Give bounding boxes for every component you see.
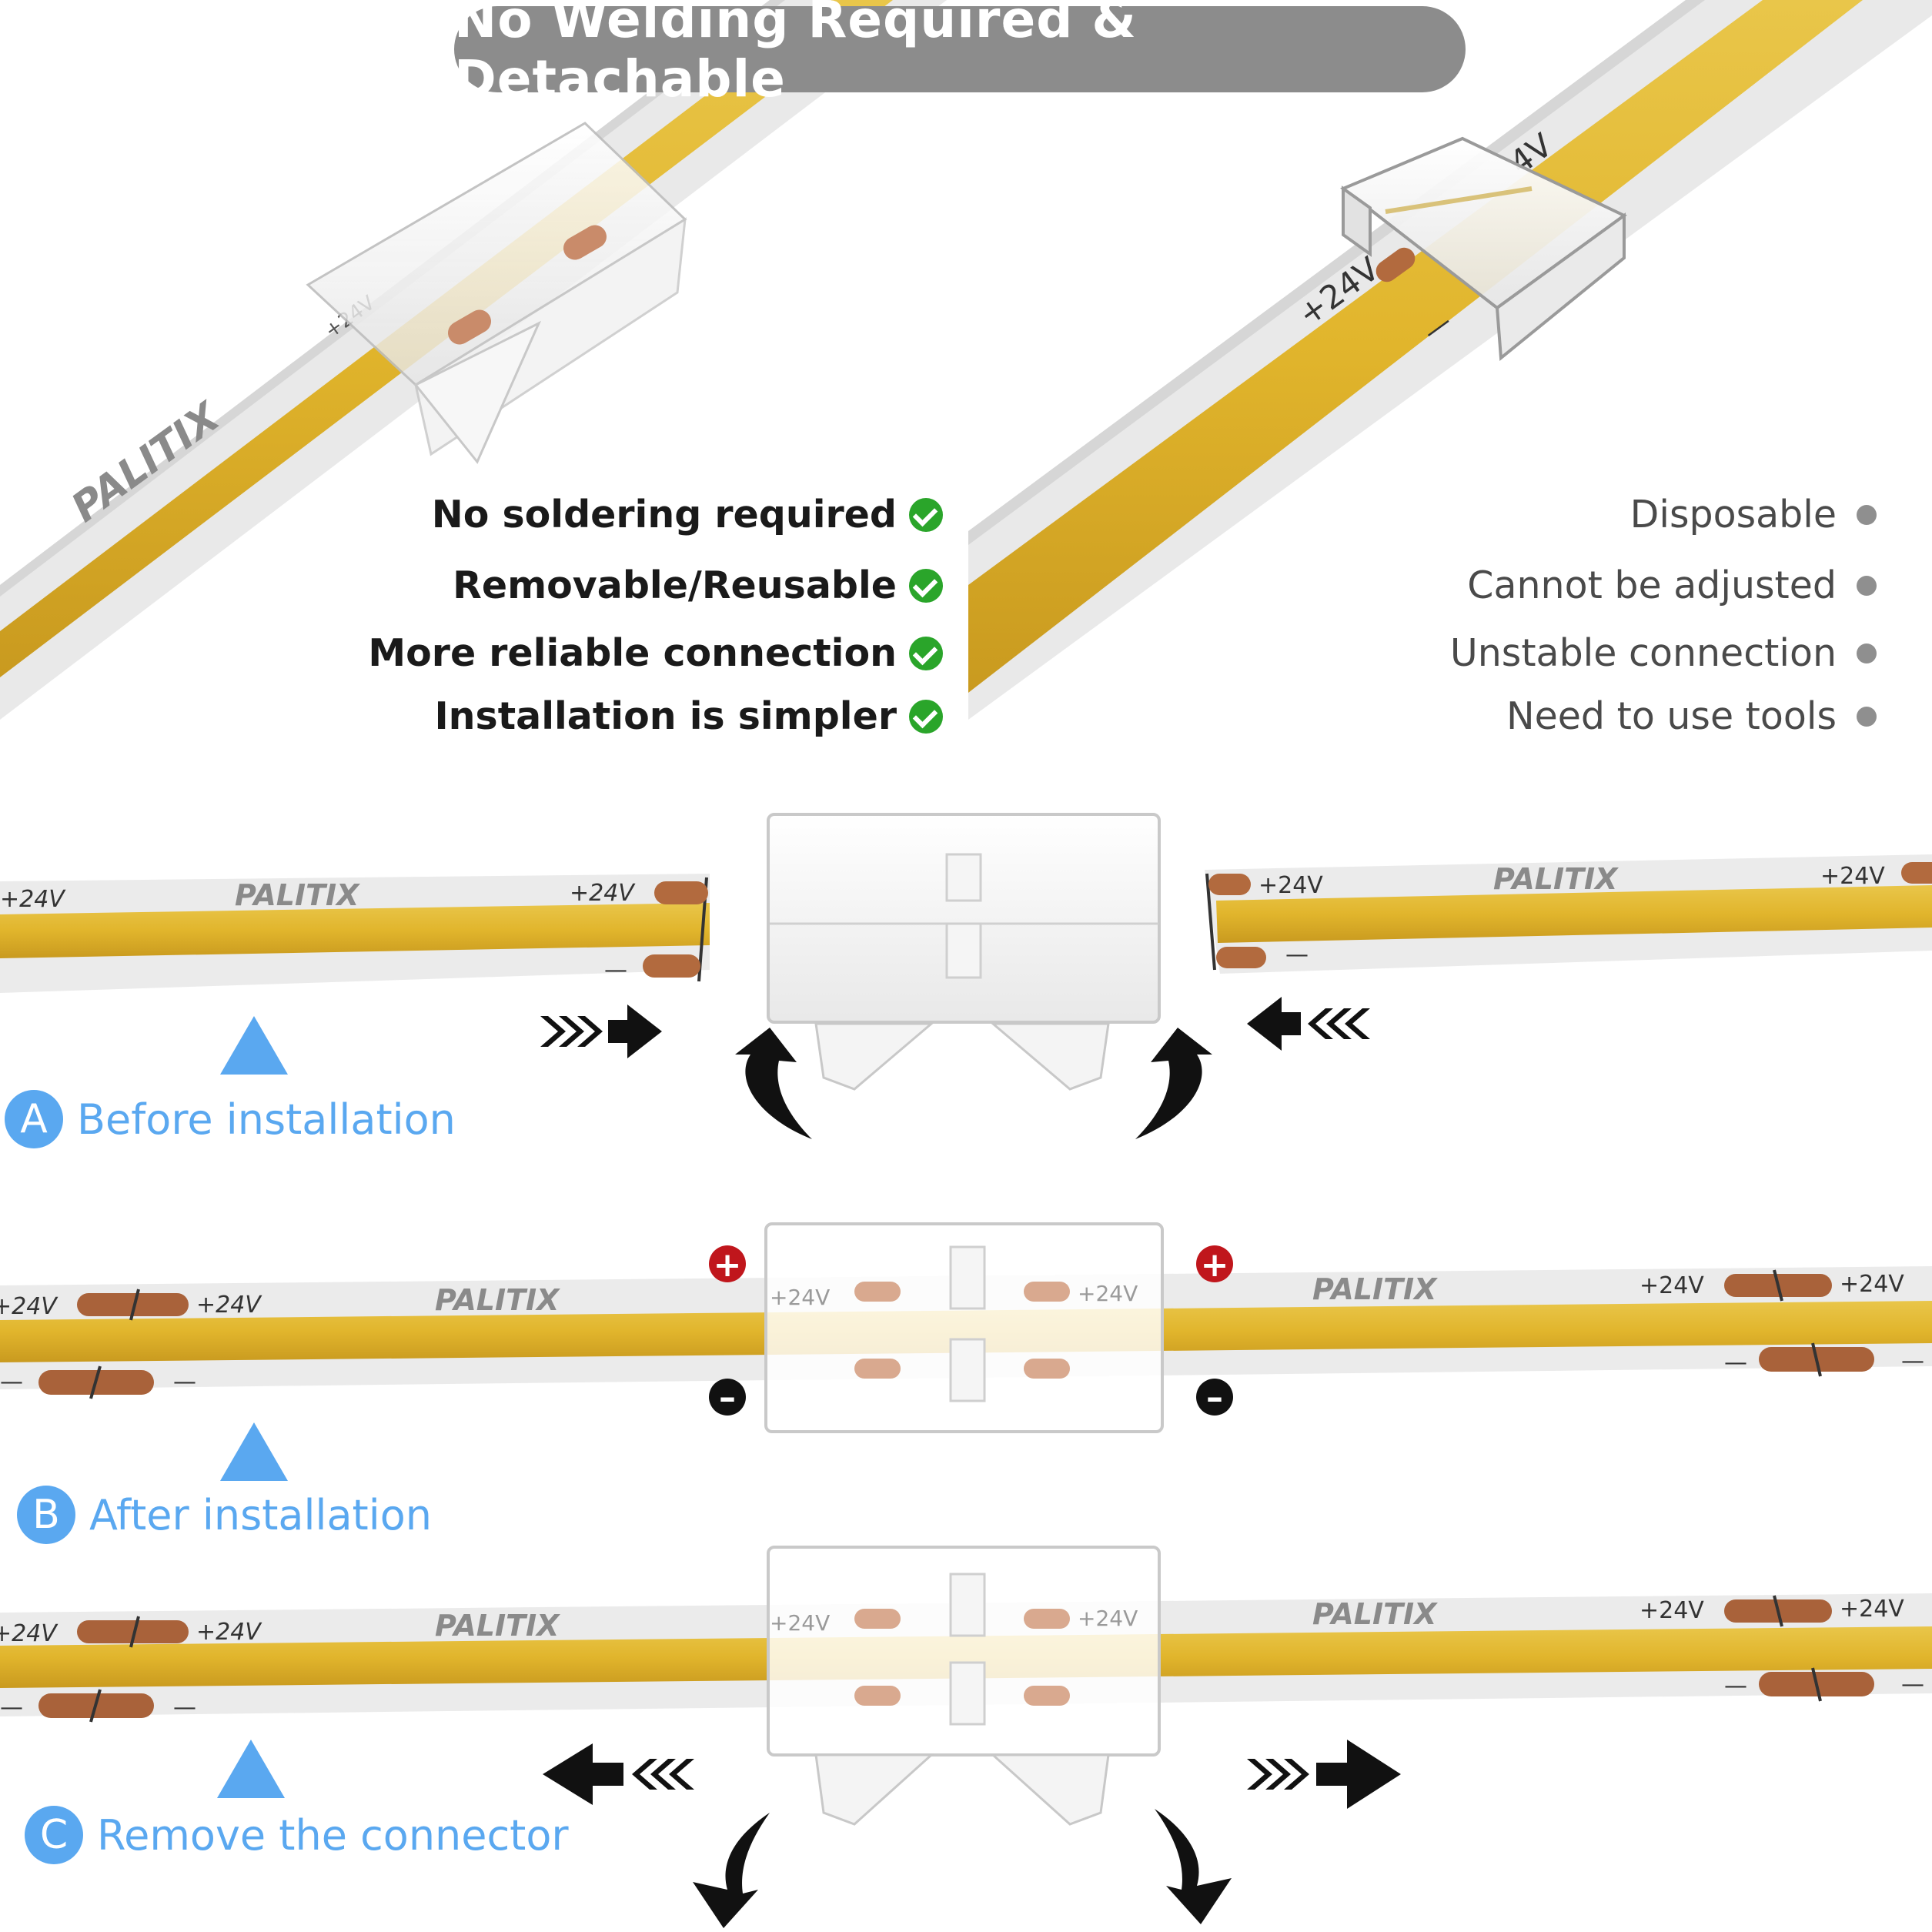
strip-voltage-label: +24V [196,1292,262,1319]
strip-brand-label: PALITIX [435,1283,560,1317]
check-icon [909,568,943,603]
step-c-pointer-icon [217,1740,285,1798]
page-title: No Welding Required & Detachable [454,0,1137,109]
strip-voltage-label: +24V [1820,863,1885,890]
pull-arrow-left [543,1743,694,1805]
step-a-left-strip: +24V PALITIX +24V — [0,874,710,993]
disadvantage-item: Need to use tools [1506,694,1877,738]
lift-arrow-right [1135,1028,1212,1139]
strip-brand-label: PALITIX [1312,1597,1438,1631]
strip-negative-label: — [1901,1671,1924,1698]
step-c-badge: C [25,1806,83,1864]
polarity-minus-right: – [1196,1378,1233,1417]
title-banner: No Welding Required & Detachable [454,0,1466,109]
strip-voltage-label: +24V [1640,1272,1704,1299]
polarity-plus-left: + [709,1245,746,1285]
bullet-icon [1857,575,1877,596]
strip-negative-label: — [0,1694,23,1721]
svg-text:+: + [1201,1245,1229,1285]
advantage-item: Installation is simpler [434,694,943,738]
connector-voltage-label: +24V [1078,1606,1138,1631]
strip-voltage-label: +24V [196,1619,262,1646]
disadvantage-label: Disposable [1629,493,1837,536]
strip-negative-label: — [1285,941,1309,968]
push-arrow-right [540,1004,662,1058]
strip-voltage-label: +24V [1258,872,1323,899]
top-right-strip: +24V 4V — [968,0,1932,720]
step-c: C Remove the connector [25,1806,569,1864]
lift-arrow-left [735,1028,812,1139]
strip-voltage-label: +24V [0,886,66,913]
advantage-label: Installation is simpler [434,694,897,738]
check-icon [909,699,943,734]
strip-negative-label: — [1724,1673,1747,1700]
strip-brand-label: PALITIX [235,878,360,912]
advantage-item: No soldering required [432,493,943,536]
strip-brand-label: PALITIX [1312,1272,1438,1306]
polarity-minus-left: – [709,1378,746,1417]
connector-closed: +24V +24V [764,1222,1164,1433]
strip-voltage-label: +24V [1640,1597,1704,1624]
connector-voltage-label: +24V [1078,1281,1138,1306]
strip-voltage-label: +24V [0,1293,58,1320]
step-b-pointer-icon [220,1422,288,1481]
strip-voltage-label: +24V [1840,1596,1904,1623]
connector-voltage-label: +24V [770,1285,830,1310]
step-a-badge: A [5,1090,63,1148]
step-b-label: After installation [89,1490,432,1539]
strip-voltage-label: +24V [1840,1271,1904,1298]
connector-removing: +24V +24V [767,1546,1161,1826]
polarity-plus-right: + [1196,1245,1233,1285]
push-arrow-left [1247,997,1370,1051]
svg-text:–: – [1206,1378,1223,1417]
disadvantage-item: Cannot be adjusted [1467,563,1877,607]
check-icon [909,636,943,670]
step-a-right-strip: +24V PALITIX +24V — [1205,854,1932,974]
connector-clip-left [306,122,687,464]
connector-voltage-label: +24V [770,1610,830,1636]
strip-brand-label: PALITIX [435,1609,560,1643]
strip-negative-label: — [1901,1348,1924,1375]
drop-arrow-left [693,1813,770,1928]
bullet-icon [1857,643,1877,663]
drop-arrow-right [1155,1809,1232,1924]
advantage-item: Removable/Reusable [453,563,943,607]
disadvantage-label: Cannot be adjusted [1467,563,1837,607]
strip-negative-label: — [604,957,627,984]
svg-text:+: + [714,1245,742,1285]
step-a-label: Before installation [77,1095,456,1144]
connector-open [767,813,1161,1091]
step-c-label: Remove the connector [97,1810,569,1860]
advantage-label: Removable/Reusable [453,563,897,607]
advantage-item: More reliable connection [368,631,943,675]
strip-negative-label: — [173,1369,196,1396]
strip-negative-label: — [0,1369,23,1396]
strip-negative-label: — [173,1694,196,1721]
pull-arrow-right [1247,1740,1401,1809]
strip-voltage-label: +24V [0,1620,58,1647]
check-icon [909,497,943,532]
step-a-pointer-icon [220,1016,288,1075]
strip-negative-label: — [1724,1349,1747,1376]
svg-text:–: – [719,1378,736,1417]
strip-brand-label: PALITIX [1493,862,1619,896]
step-b: B After installation [17,1486,432,1544]
connector-clip-right [1340,136,1627,361]
disadvantage-label: Need to use tools [1506,694,1837,738]
disadvantage-label: Unstable connection [1449,631,1837,675]
bullet-icon [1857,504,1877,525]
advantage-label: No soldering required [431,493,897,536]
disadvantage-item: Disposable [1630,493,1877,536]
step-a: A Before installation [5,1090,456,1148]
disadvantage-item: Unstable connection [1450,631,1877,675]
strip-voltage-label: +24V [570,880,636,907]
step-b-badge: B [17,1486,75,1544]
advantage-label: More reliable connection [368,631,897,675]
bullet-icon [1857,706,1877,727]
